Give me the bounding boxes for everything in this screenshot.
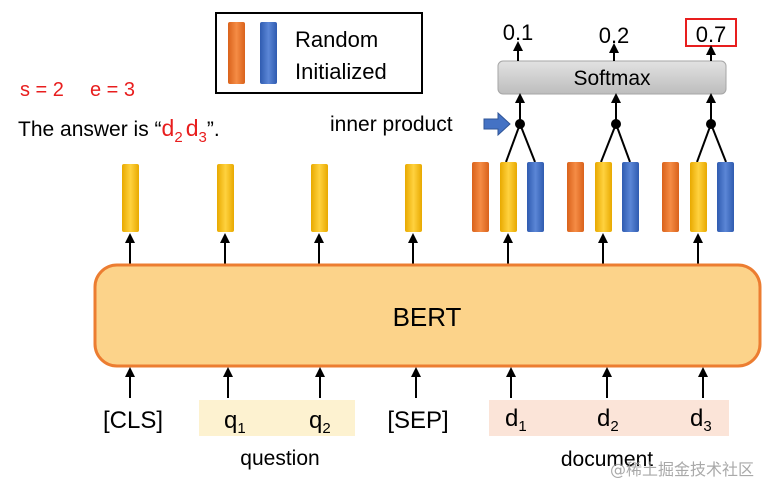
inner-product-node-d2 [611,119,621,129]
question-token-background [199,400,355,436]
random-start-vector-3 [662,162,679,232]
bert-label: BERT [393,302,462,332]
inner-product-arrow-icon [483,111,511,137]
inner-product-label: inner product [330,113,453,136]
document-group-label: document [561,448,653,471]
inner-product-node-d1 [515,119,525,129]
random-start-vector-2 [567,162,584,232]
output-vector-d1 [500,162,517,232]
legend-label-random: Random [295,27,378,52]
end-index-label: e = 3 [90,79,135,101]
softmax-box: Softmax [497,60,727,95]
bert-box: BERT [93,263,762,368]
input-token-d1: d1 [505,405,527,435]
watermark: @稀土掘金技术社区 [610,460,754,479]
answer-token-1: d [162,115,175,141]
probability-d2: 0.2 [599,23,630,48]
input-token-d2: d2 [597,405,619,435]
probability-d1: 0.1 [503,20,534,45]
softmax-output-arrows [513,41,716,61]
start-index-label: s = 2 [20,79,64,101]
input-token-sep: [SEP] [387,407,448,434]
answer-prefix: The answer is “ [18,118,162,141]
input-token-cls: [CLS] [103,407,163,434]
random-end-vector-1 [527,162,544,232]
output-vectors [122,162,734,232]
bert-output-arrows [125,233,703,265]
legend-orange-swatch [228,22,245,84]
answer-token-2-sub: 3 [198,129,206,146]
random-end-vector-3 [717,162,734,232]
question-group-label: question [240,447,319,470]
output-vector-q1 [217,164,234,232]
input-token-d3: d3 [690,405,712,435]
random-end-vector-2 [622,162,639,232]
output-vector-sep [405,164,422,232]
inner-product-node-d3 [706,119,716,129]
legend: Random Initialized [215,12,423,94]
bert-input-arrows [125,367,708,398]
probability-d3: 0.7 [696,22,727,47]
answer-suffix: ”. [207,118,220,141]
answer-token-1-sub: 2 [174,129,182,146]
legend-blue-swatch [260,22,277,84]
output-vector-d2 [595,162,612,232]
output-vector-cls [122,164,139,232]
input-token-q1: q1 [224,407,246,437]
output-vector-d3 [690,162,707,232]
input-token-q2: q2 [309,407,331,437]
random-start-vector-1 [472,162,489,232]
document-token-background [489,400,729,436]
softmax-label: Softmax [573,67,651,90]
output-vector-q2 [311,164,328,232]
inner-product-connectors [505,93,727,163]
answer-token-2: d [186,115,199,141]
legend-label-initialized: Initialized [295,59,387,84]
